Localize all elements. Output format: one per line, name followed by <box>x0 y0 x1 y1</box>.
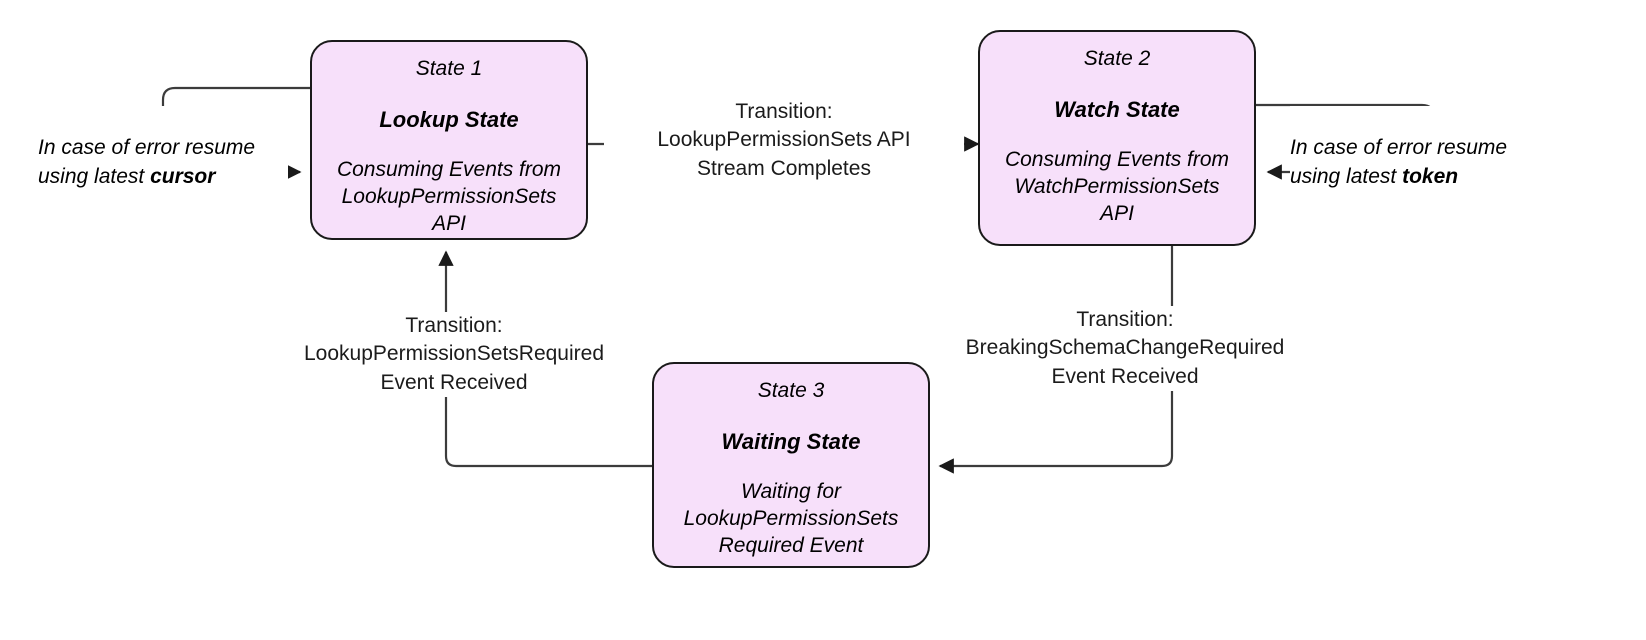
state-index-label: State 1 <box>415 57 483 80</box>
state-node-watch[interactable]: State 2 Watch State Consuming Events fro… <box>978 30 1256 246</box>
annotation-emphasis-text: token <box>1402 164 1459 188</box>
annotation-lookup-error-loop: In case of error resume using latest cur… <box>38 106 288 192</box>
state-description: Waiting for LookupPermissionSets Require… <box>683 479 899 558</box>
state-index-label: State 2 <box>1083 47 1151 70</box>
edge-watch-to-waiting <box>938 246 1174 474</box>
edge-label-watch-to-waiting: Transition: BreakingSchemaChangeRequired… <box>938 306 1312 392</box>
state-title: Watch State <box>1054 97 1180 123</box>
edge-waiting-to-lookup <box>438 250 652 468</box>
annotation-watch-error-loop: In case of error resume using latest tok… <box>1290 106 1540 192</box>
state-description: Consuming Events from LookupPermissionSe… <box>336 157 562 236</box>
state-index-label: State 3 <box>757 379 825 402</box>
annotation-lead-text: In case of error resume using latest <box>38 136 256 188</box>
edge-label-waiting-to-lookup: Transition: LookupPermissionSetsRequired… <box>272 312 636 398</box>
edge-label-lookup-to-watch: Transition: LookupPermissionSets API Str… <box>604 98 964 184</box>
annotation-lead-text: In case of error resume using latest <box>1290 136 1508 188</box>
annotation-emphasis-text: cursor <box>150 164 216 188</box>
state-node-lookup[interactable]: State 1 Lookup State Consuming Events fr… <box>310 40 588 240</box>
state-title: Waiting State <box>721 429 861 455</box>
state-node-waiting[interactable]: State 3 Waiting State Waiting for Lookup… <box>652 362 930 568</box>
state-title: Lookup State <box>379 107 519 133</box>
state-description: Consuming Events from WatchPermissionSet… <box>1004 147 1230 226</box>
